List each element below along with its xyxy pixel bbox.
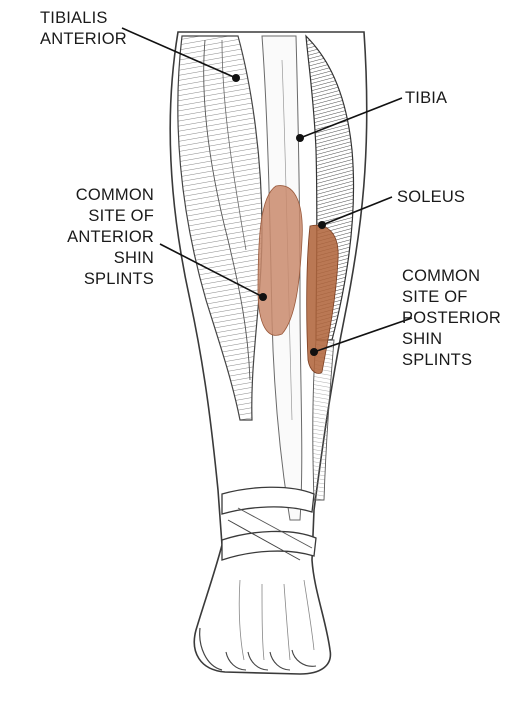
label-tibialis-anterior: TIBIALIS ANTERIOR xyxy=(40,8,127,50)
label-anterior-shin-splints: COMMON SITE OF ANTERIOR SHIN SPLINTS xyxy=(14,185,154,290)
marker-anterior-shin-splints xyxy=(259,293,267,301)
marker-posterior-shin-splints xyxy=(310,348,318,356)
marker-tibialis-anterior xyxy=(232,74,240,82)
label-soleus: SOLEUS xyxy=(397,187,465,208)
label-posterior-shin-splints: COMMON SITE OF POSTERIOR SHIN SPLINTS xyxy=(402,266,501,371)
marker-tibia xyxy=(296,134,304,142)
label-tibia: TIBIA xyxy=(405,88,447,109)
marker-soleus xyxy=(318,221,326,229)
